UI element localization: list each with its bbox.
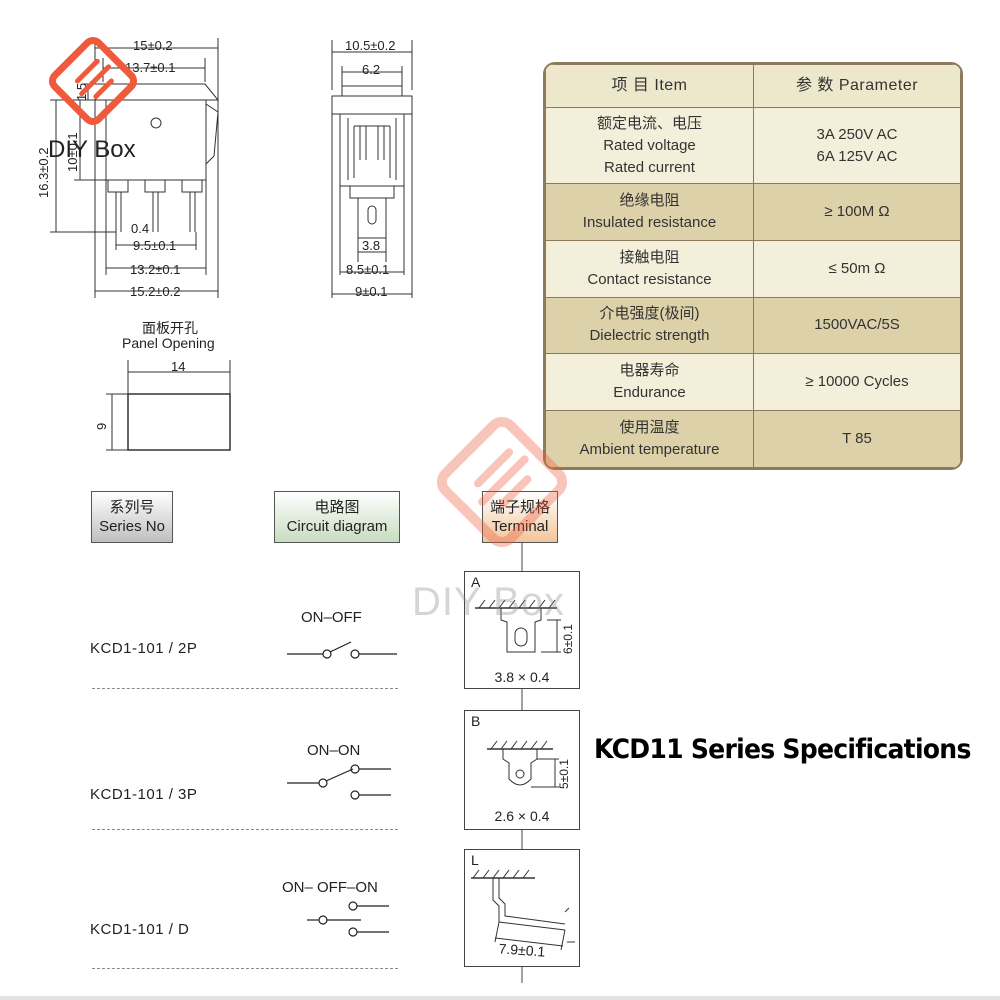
spec-item-en2: Rated current bbox=[604, 158, 695, 176]
spec-header-item: 项 目 Item bbox=[545, 64, 754, 108]
circuit-label: ON–OFF bbox=[301, 609, 362, 626]
column-header-terminal-cn: 端子规格 bbox=[489, 499, 550, 516]
circuit-label: ON–ON bbox=[307, 742, 361, 759]
dim-side-width: 10.5±0.2 bbox=[345, 38, 396, 53]
panel-opening-title-en: Panel Opening bbox=[122, 335, 215, 351]
caption-title: KCD11 Series Specifications bbox=[594, 734, 971, 765]
panel-opening-height: 9 bbox=[94, 422, 109, 430]
watermark-logo-icon bbox=[436, 416, 568, 548]
spec-item-cn: 绝缘电阻 bbox=[619, 191, 680, 209]
panel-opening-lines bbox=[106, 360, 231, 451]
spec-item-en: Endurance bbox=[613, 384, 686, 402]
dim-overall-width: 15±0.2 bbox=[133, 38, 173, 53]
dim-rocker-width: 13.7±0.1 bbox=[125, 60, 176, 75]
row-divider bbox=[92, 688, 398, 689]
spec-param: ≤ 50m Ω bbox=[753, 239, 961, 298]
terminal-b-drawing bbox=[487, 740, 559, 788]
switch-side-view-lines bbox=[331, 40, 413, 298]
dim-side-frame: 9±0.1 bbox=[355, 284, 388, 299]
dim-pin-span: 9.5±0.1 bbox=[133, 238, 177, 253]
dim-side-rocker: 6.2 bbox=[362, 62, 381, 77]
spec-row: 介电强度(极间) Dielectric strength 1500VAC/5S bbox=[545, 296, 961, 355]
spec-item-en: Ambient temperature bbox=[579, 441, 720, 459]
spec-item-en: Contact resistance bbox=[587, 270, 712, 288]
spec-param: ≥ 10000 Cycles bbox=[753, 353, 961, 412]
brand-logo-text: DIY Box bbox=[48, 136, 136, 163]
switch-top-view-lines bbox=[50, 38, 220, 298]
spec-table: 项 目 Item 参 数 Parameter 额定电流、电压 Rated volt… bbox=[543, 62, 963, 470]
spec-item-cn: 额定电流、电压 bbox=[596, 114, 702, 132]
row-divider bbox=[92, 968, 398, 969]
panel-opening-title-cn: 面板开孔 bbox=[142, 320, 198, 336]
column-header-circuit: 电路图 Circuit diagram bbox=[274, 491, 400, 543]
terminal-box-a: A 6±0.1 3.8 × 0.4 bbox=[464, 571, 580, 689]
terminal-letter: L bbox=[471, 852, 479, 868]
terminal-height: 6±0.1 bbox=[561, 624, 575, 654]
terminal-a-drawing bbox=[475, 599, 561, 653]
terminal-box-b: B 5±0.1 2.6 × 0.4 bbox=[464, 710, 580, 830]
spec-row: 使用温度 Ambient temperature T 85 bbox=[545, 410, 961, 468]
row-divider bbox=[92, 829, 398, 830]
spec-item-cn: 使用温度 bbox=[619, 419, 680, 437]
spec-row: 接触电阻 Contact resistance ≤ 50m Ω bbox=[545, 239, 961, 298]
dim-side-body: 8.5±0.1 bbox=[346, 262, 390, 277]
spec-param: ≥ 100M Ω bbox=[753, 183, 961, 241]
series-number: KCD1-101 / 3P bbox=[90, 786, 198, 803]
series-number: KCD1-101 / D bbox=[90, 921, 190, 938]
dim-frame-width: 15.2±0.2 bbox=[130, 284, 181, 299]
column-header-terminal: 端子规格 Terminal bbox=[482, 491, 558, 543]
spec-row: 电器寿命 Endurance ≥ 10000 Cycles bbox=[545, 353, 961, 412]
circuit-label: ON– OFF–ON bbox=[282, 879, 378, 896]
circuit-symbol-on-on bbox=[287, 764, 391, 800]
column-header-series: 系列号 Series No bbox=[91, 491, 173, 543]
column-header-circuit-en: Circuit diagram bbox=[286, 518, 388, 535]
spec-item-en: Rated voltage bbox=[603, 136, 696, 154]
spec-item-en: Insulated resistance bbox=[582, 213, 717, 231]
terminal-dimension: 3.8 × 0.4 bbox=[494, 669, 550, 685]
terminal-l-drawing bbox=[471, 869, 575, 951]
column-header-circuit-cn: 电路图 bbox=[314, 499, 360, 516]
terminal-letter: B bbox=[471, 713, 481, 729]
spec-param2: 6A 125V AC bbox=[816, 147, 898, 165]
dim-pin-thickness: 0.4 bbox=[131, 221, 150, 236]
spec-param: 1500VAC/5S bbox=[753, 296, 961, 355]
series-number: KCD1-101 / 2P bbox=[90, 640, 198, 657]
spec-param: 3A 250V AC bbox=[816, 125, 898, 143]
spec-item-cn: 接触电阻 bbox=[619, 248, 680, 266]
bottom-border bbox=[0, 996, 1000, 1000]
brand-logo-icon bbox=[48, 36, 138, 126]
spec-item-cn: 电器寿命 bbox=[619, 362, 680, 380]
spec-item-en: Dielectric strength bbox=[589, 327, 710, 345]
terminal-dimension: 2.6 × 0.4 bbox=[494, 808, 550, 824]
terminal-letter: A bbox=[471, 574, 481, 590]
watermark-text: DIY Box bbox=[412, 580, 565, 624]
terminal-height: 5±0.1 bbox=[557, 759, 571, 789]
spec-item-cn: 介电强度(极间) bbox=[599, 305, 700, 323]
spec-param: T 85 bbox=[753, 410, 961, 468]
column-header-series-en: Series No bbox=[99, 518, 165, 535]
terminal-box-l: L 7.9±0.1 bbox=[464, 849, 580, 967]
column-header-terminal-en: Terminal bbox=[491, 518, 549, 535]
circuit-symbol-on-off-on bbox=[307, 901, 389, 937]
circuit-symbol-on-off bbox=[287, 641, 397, 659]
column-header-series-cn: 系列号 bbox=[109, 499, 155, 516]
dim-body-width: 13.2±0.1 bbox=[130, 262, 181, 277]
panel-opening-width: 14 bbox=[171, 359, 186, 374]
dim-side-terminal: 3.8 bbox=[362, 238, 381, 253]
spec-row: 绝缘电阻 Insulated resistance ≥ 100M Ω bbox=[545, 183, 961, 241]
spec-header-parameter: 参 数 Parameter bbox=[753, 64, 961, 108]
